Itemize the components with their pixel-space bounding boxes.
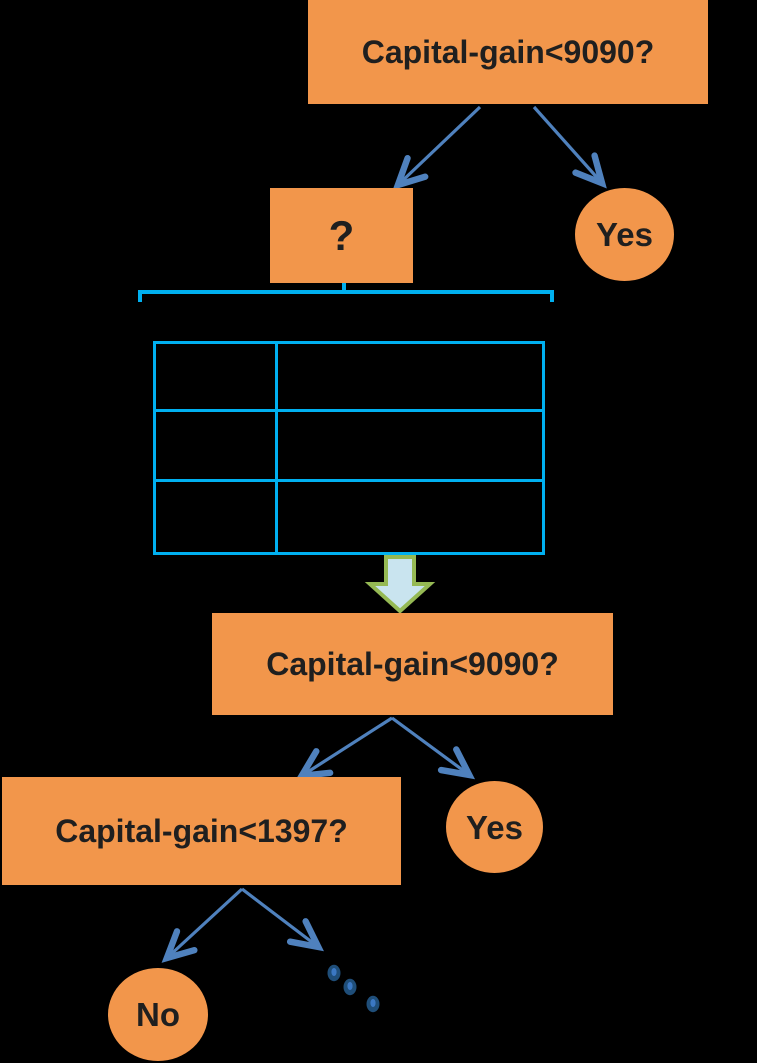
expand-bracket <box>138 283 554 302</box>
down-arrow-icon <box>364 555 436 614</box>
table-cell <box>278 482 542 552</box>
table-cell <box>278 344 542 412</box>
detail-table <box>153 341 545 555</box>
arrow-q3-to-no <box>161 887 244 963</box>
arrow-root-to-unknown <box>392 105 482 191</box>
node-no: No <box>108 968 208 1061</box>
table-cell <box>156 344 278 412</box>
table-cell <box>156 412 278 482</box>
arrow-q3-to-ellipsis <box>241 887 324 952</box>
node-root-question: Capital-gain<9090? <box>308 0 708 104</box>
node-q2-label: Capital-gain<9090? <box>266 646 559 682</box>
node-yes1-label: Yes <box>596 216 653 253</box>
table-cell <box>278 412 542 482</box>
node-yes-2: Yes <box>446 781 543 873</box>
node-no-label: No <box>136 996 180 1033</box>
arrow-q2-to-yes2 <box>391 716 476 780</box>
arrow-q2-to-q3 <box>295 716 393 780</box>
node-unknown-question: ? <box>270 188 413 283</box>
node-yes2-label: Yes <box>466 808 523 846</box>
node-question-2: Capital-gain<9090? <box>212 613 613 715</box>
node-question-3: Capital-gain<1397? <box>2 777 401 885</box>
node-unknown-label: ? <box>328 211 355 259</box>
table-cell <box>156 482 278 552</box>
arrow-root-to-yes1 <box>532 105 607 189</box>
node-q3-label: Capital-gain<1397? <box>55 813 348 849</box>
ellipsis-dots-icon <box>327 964 380 1013</box>
node-root-label: Capital-gain<9090? <box>361 34 655 70</box>
node-yes-1: Yes <box>575 188 674 281</box>
